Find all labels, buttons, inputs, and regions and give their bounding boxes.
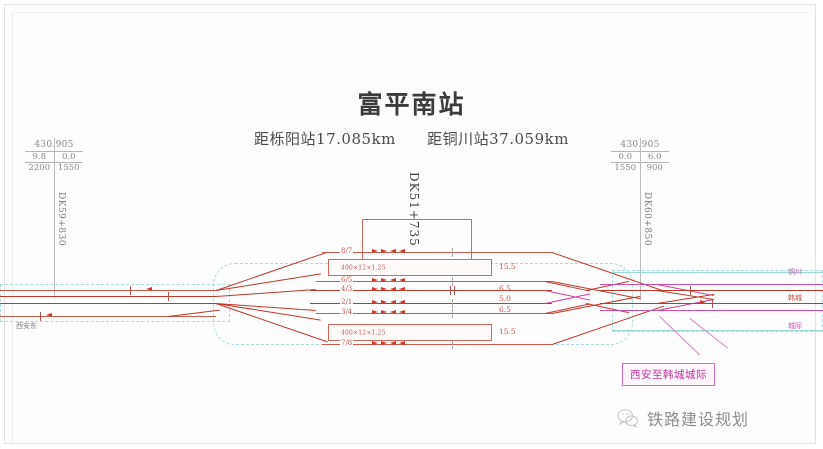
yard-track-6: [316, 281, 552, 282]
track-spacing-2: 6.5: [499, 284, 511, 293]
station-chainage-label: DK51+735: [407, 172, 421, 247]
yard-track-3-main: [310, 303, 552, 304]
page-frame-inner: [12, 12, 810, 442]
track-right-intercity-up: [600, 284, 823, 285]
track-left-approach-main-a: [0, 296, 216, 297]
watermark-text: 铁路建设规划: [647, 410, 750, 429]
end-label-right-top: 铜川: [788, 268, 802, 276]
kmpost-right-grade-right: 6.0: [647, 152, 662, 162]
kmpost-right-elevation: 430.905: [600, 140, 680, 150]
track-number-3: 3/4: [340, 308, 354, 316]
title-block: 富平南站 距栎阳站17.085km 距铜川站37.059km: [0, 90, 823, 149]
distance-to-next-station: 距铜川站37.059km: [427, 130, 569, 148]
kmpost-left-length-right: 1550: [57, 163, 80, 173]
page-title: 富平南站: [357, 90, 466, 119]
callout-intercity-line: 西安至韩城城际: [622, 363, 715, 386]
kmpost-right-length-left: 1550: [611, 163, 641, 173]
yard-track-1: [322, 344, 552, 345]
kmpost-right: 430.905 0.0 6.0 1550 900 DK60+850: [600, 138, 680, 300]
kmpost-right-line: [640, 138, 641, 300]
yard-track-8: [322, 252, 552, 253]
track-spacing-5: 15.5: [499, 327, 516, 336]
signal-mark-right-2: [712, 299, 713, 308]
kmpost-right-chainage: DK60+850: [642, 192, 652, 247]
kmpost-left-length-left: 2200: [25, 163, 55, 173]
signal-mark-left-2: [168, 292, 169, 301]
track-number-4: 4/3: [340, 285, 354, 293]
kmpost-right-grade-left: 0.0: [611, 152, 641, 162]
track-number-7: 7/8: [340, 339, 354, 347]
track-right-corridor-top: [612, 272, 823, 273]
kmpost-left-grade-right: 0.0: [61, 152, 76, 162]
joint-mark-yard-8: [452, 248, 453, 257]
track-spacing-1: 15.5: [499, 262, 516, 271]
kmpost-left: 430.905 9.8 0.0 2200 1550 DK59+830: [14, 138, 94, 298]
kmpost-left-line: [54, 138, 55, 298]
track-number-8: 8/7: [340, 247, 354, 255]
end-label-right-mid: 韩城: [788, 294, 802, 302]
track-spacing-4: 6.5: [499, 305, 511, 314]
track-right-intercity-down: [600, 310, 823, 311]
track-number-2: 2/1: [340, 298, 354, 306]
platform-lower: 400×12×1.25: [328, 324, 492, 341]
track-right-main-b: [600, 303, 823, 304]
kmpost-right-length-right: 900: [646, 163, 663, 173]
end-label-left: 西安东: [16, 322, 37, 330]
signal-mark-left-1: [130, 286, 131, 295]
platform-lower-label: 400×12×1.25: [341, 329, 386, 336]
track-spacing-3: 5.0: [499, 294, 511, 303]
joint-mark-yard-6: [452, 277, 453, 286]
distance-row: 距栎阳站17.085km 距铜川站37.059km: [0, 128, 823, 149]
track-left-approach-up: [0, 290, 216, 291]
yard-track-2: [316, 313, 552, 314]
kmpost-left-grade-left: 9.8: [25, 152, 55, 162]
signal-mark-right-1: [690, 286, 691, 295]
track-number-6: 6/5: [340, 276, 354, 284]
track-left-approach-down: [0, 316, 216, 317]
platform-upper: 400×12×1.25: [328, 259, 492, 276]
end-label-right-bottom: 城际: [788, 322, 802, 330]
kmpost-left-elevation: 430.905: [14, 140, 94, 150]
signal-mark-left-3: [40, 312, 41, 321]
joint-mark-yard-4a: [450, 286, 451, 295]
track-right-corridor-bottom: [612, 330, 823, 331]
joint-mark-yard-3: [452, 299, 453, 308]
platform-upper-label: 400×12×1.25: [341, 264, 386, 271]
joint-mark-yard-1: [452, 340, 453, 349]
track-left-approach-main-b: [0, 303, 216, 304]
wechat-icon: [617, 409, 638, 428]
watermark: 铁路建设规划: [617, 406, 749, 430]
yard-track-4-main: [310, 290, 552, 291]
distance-to-previous-station: 距栎阳站17.085km: [254, 130, 396, 148]
joint-mark-yard-4b: [454, 286, 455, 295]
joint-mark-yard-2: [452, 309, 453, 318]
track-right-main-a: [600, 290, 823, 291]
kmpost-left-chainage: DK59+830: [56, 192, 66, 247]
